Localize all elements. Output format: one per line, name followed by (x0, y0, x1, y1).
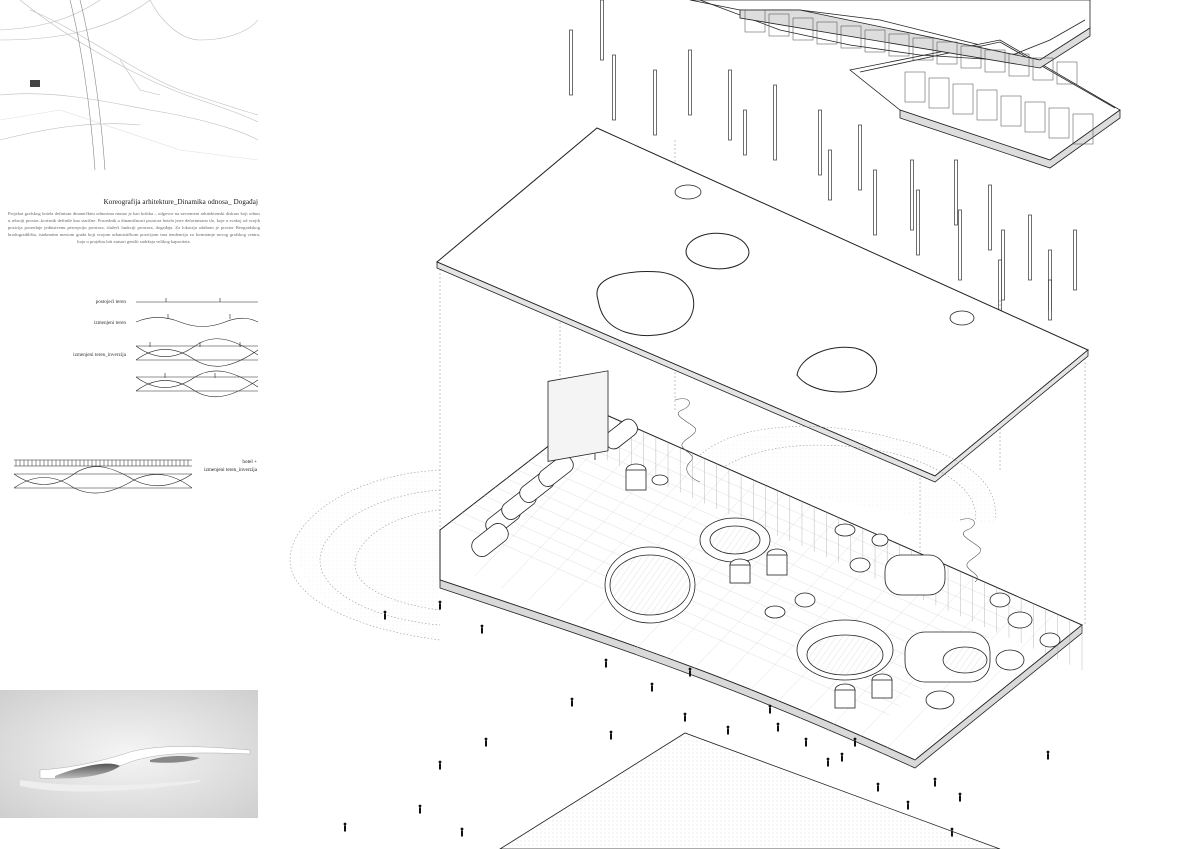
ground-slab (499, 732, 1001, 849)
grid-line (718, 529, 866, 684)
grid-line (528, 445, 677, 600)
person-figure (933, 777, 937, 787)
room-cell (1032, 57, 1054, 81)
room-cell (1008, 53, 1030, 77)
grid-line (691, 517, 839, 672)
room-cell (1024, 101, 1046, 133)
grid-line (583, 418, 1023, 613)
person-figure (876, 782, 880, 792)
room-cell (1048, 107, 1070, 139)
site-marker-icon (30, 80, 40, 87)
person-figure (1046, 750, 1050, 760)
room-cell (936, 41, 958, 65)
column (954, 159, 958, 226)
column (688, 49, 692, 116)
project-description: Projekat grafskog hotela definisan dinam… (8, 211, 260, 244)
room-cell (984, 49, 1006, 73)
grid-line (555, 457, 704, 612)
room-cell (888, 33, 910, 57)
column (818, 109, 822, 176)
column (873, 169, 877, 236)
column (828, 149, 832, 201)
person-figure (958, 792, 962, 802)
hotel-terrain-line (13, 466, 193, 486)
room-cell (816, 21, 838, 45)
room-cell (1072, 113, 1094, 145)
grid-line (907, 612, 1056, 768)
column (653, 69, 657, 136)
inversion-terrain-line-a (135, 338, 259, 357)
inversion-terrain-line-b (135, 379, 259, 398)
person-figure (604, 658, 608, 668)
column (1048, 279, 1052, 321)
person-figure (776, 722, 780, 732)
column (600, 0, 604, 61)
interior-elements (471, 370, 1061, 710)
person-figure (726, 725, 730, 735)
column (743, 109, 747, 156)
person-figure (609, 730, 613, 740)
hotel-room-blocks (689, 0, 1121, 169)
person-figure (480, 624, 484, 634)
person-figure (438, 760, 442, 770)
column (773, 84, 777, 161)
column (988, 184, 992, 251)
person-figure (460, 827, 464, 837)
column (728, 69, 732, 141)
person-figure (826, 757, 830, 767)
person-figure (438, 600, 442, 610)
person-figure (768, 704, 772, 714)
floating-columns (569, 0, 1077, 356)
column (916, 189, 920, 256)
person-figure (683, 712, 687, 722)
room-cell (1000, 95, 1022, 127)
project-title: Koreografija arhitekture_Dinamika odnosa… (103, 198, 258, 206)
label-hotel-inversion: izmenjeni teren_inverzija (204, 467, 257, 473)
column (858, 124, 862, 191)
room-cell (912, 37, 934, 61)
room-cell (960, 45, 982, 69)
room-cell (976, 89, 998, 121)
room-cell (1056, 61, 1078, 85)
label-existing-terrain: postojeći teren (95, 299, 126, 305)
room-cell (864, 29, 886, 53)
person-figure (906, 800, 910, 810)
model-photo (0, 690, 258, 818)
person-figure (853, 737, 857, 747)
column (1028, 214, 1032, 281)
label-hotel: hotel + (242, 459, 257, 465)
room-cell (928, 77, 950, 109)
column (1073, 229, 1077, 291)
column (569, 29, 573, 96)
column (910, 159, 914, 231)
person-figure (804, 737, 808, 747)
person-figure (418, 804, 422, 814)
room-cell (904, 71, 926, 103)
person-figure (650, 682, 654, 692)
room-cell (792, 17, 814, 41)
site-map (0, 0, 259, 170)
person-figure (840, 752, 844, 762)
roof-slab (436, 127, 1089, 483)
label-modified-terrain: izmenjeni teren (93, 320, 126, 326)
modified-terrain-line (135, 317, 259, 327)
label-terrain-inversion: izmenjeni teren_inverzija (73, 352, 126, 358)
person-figure (688, 667, 692, 677)
column (958, 209, 962, 281)
spiral-stairs (674, 398, 982, 583)
person-figure (383, 610, 387, 620)
room-cell (744, 9, 766, 33)
room-cell (952, 83, 974, 115)
person-figure (343, 822, 347, 832)
person-figure (570, 697, 574, 707)
room-cell (840, 25, 862, 49)
column (1001, 229, 1005, 301)
grid-line (501, 433, 650, 589)
person-figure (484, 737, 488, 747)
column (612, 54, 616, 121)
room-cell (768, 13, 790, 37)
